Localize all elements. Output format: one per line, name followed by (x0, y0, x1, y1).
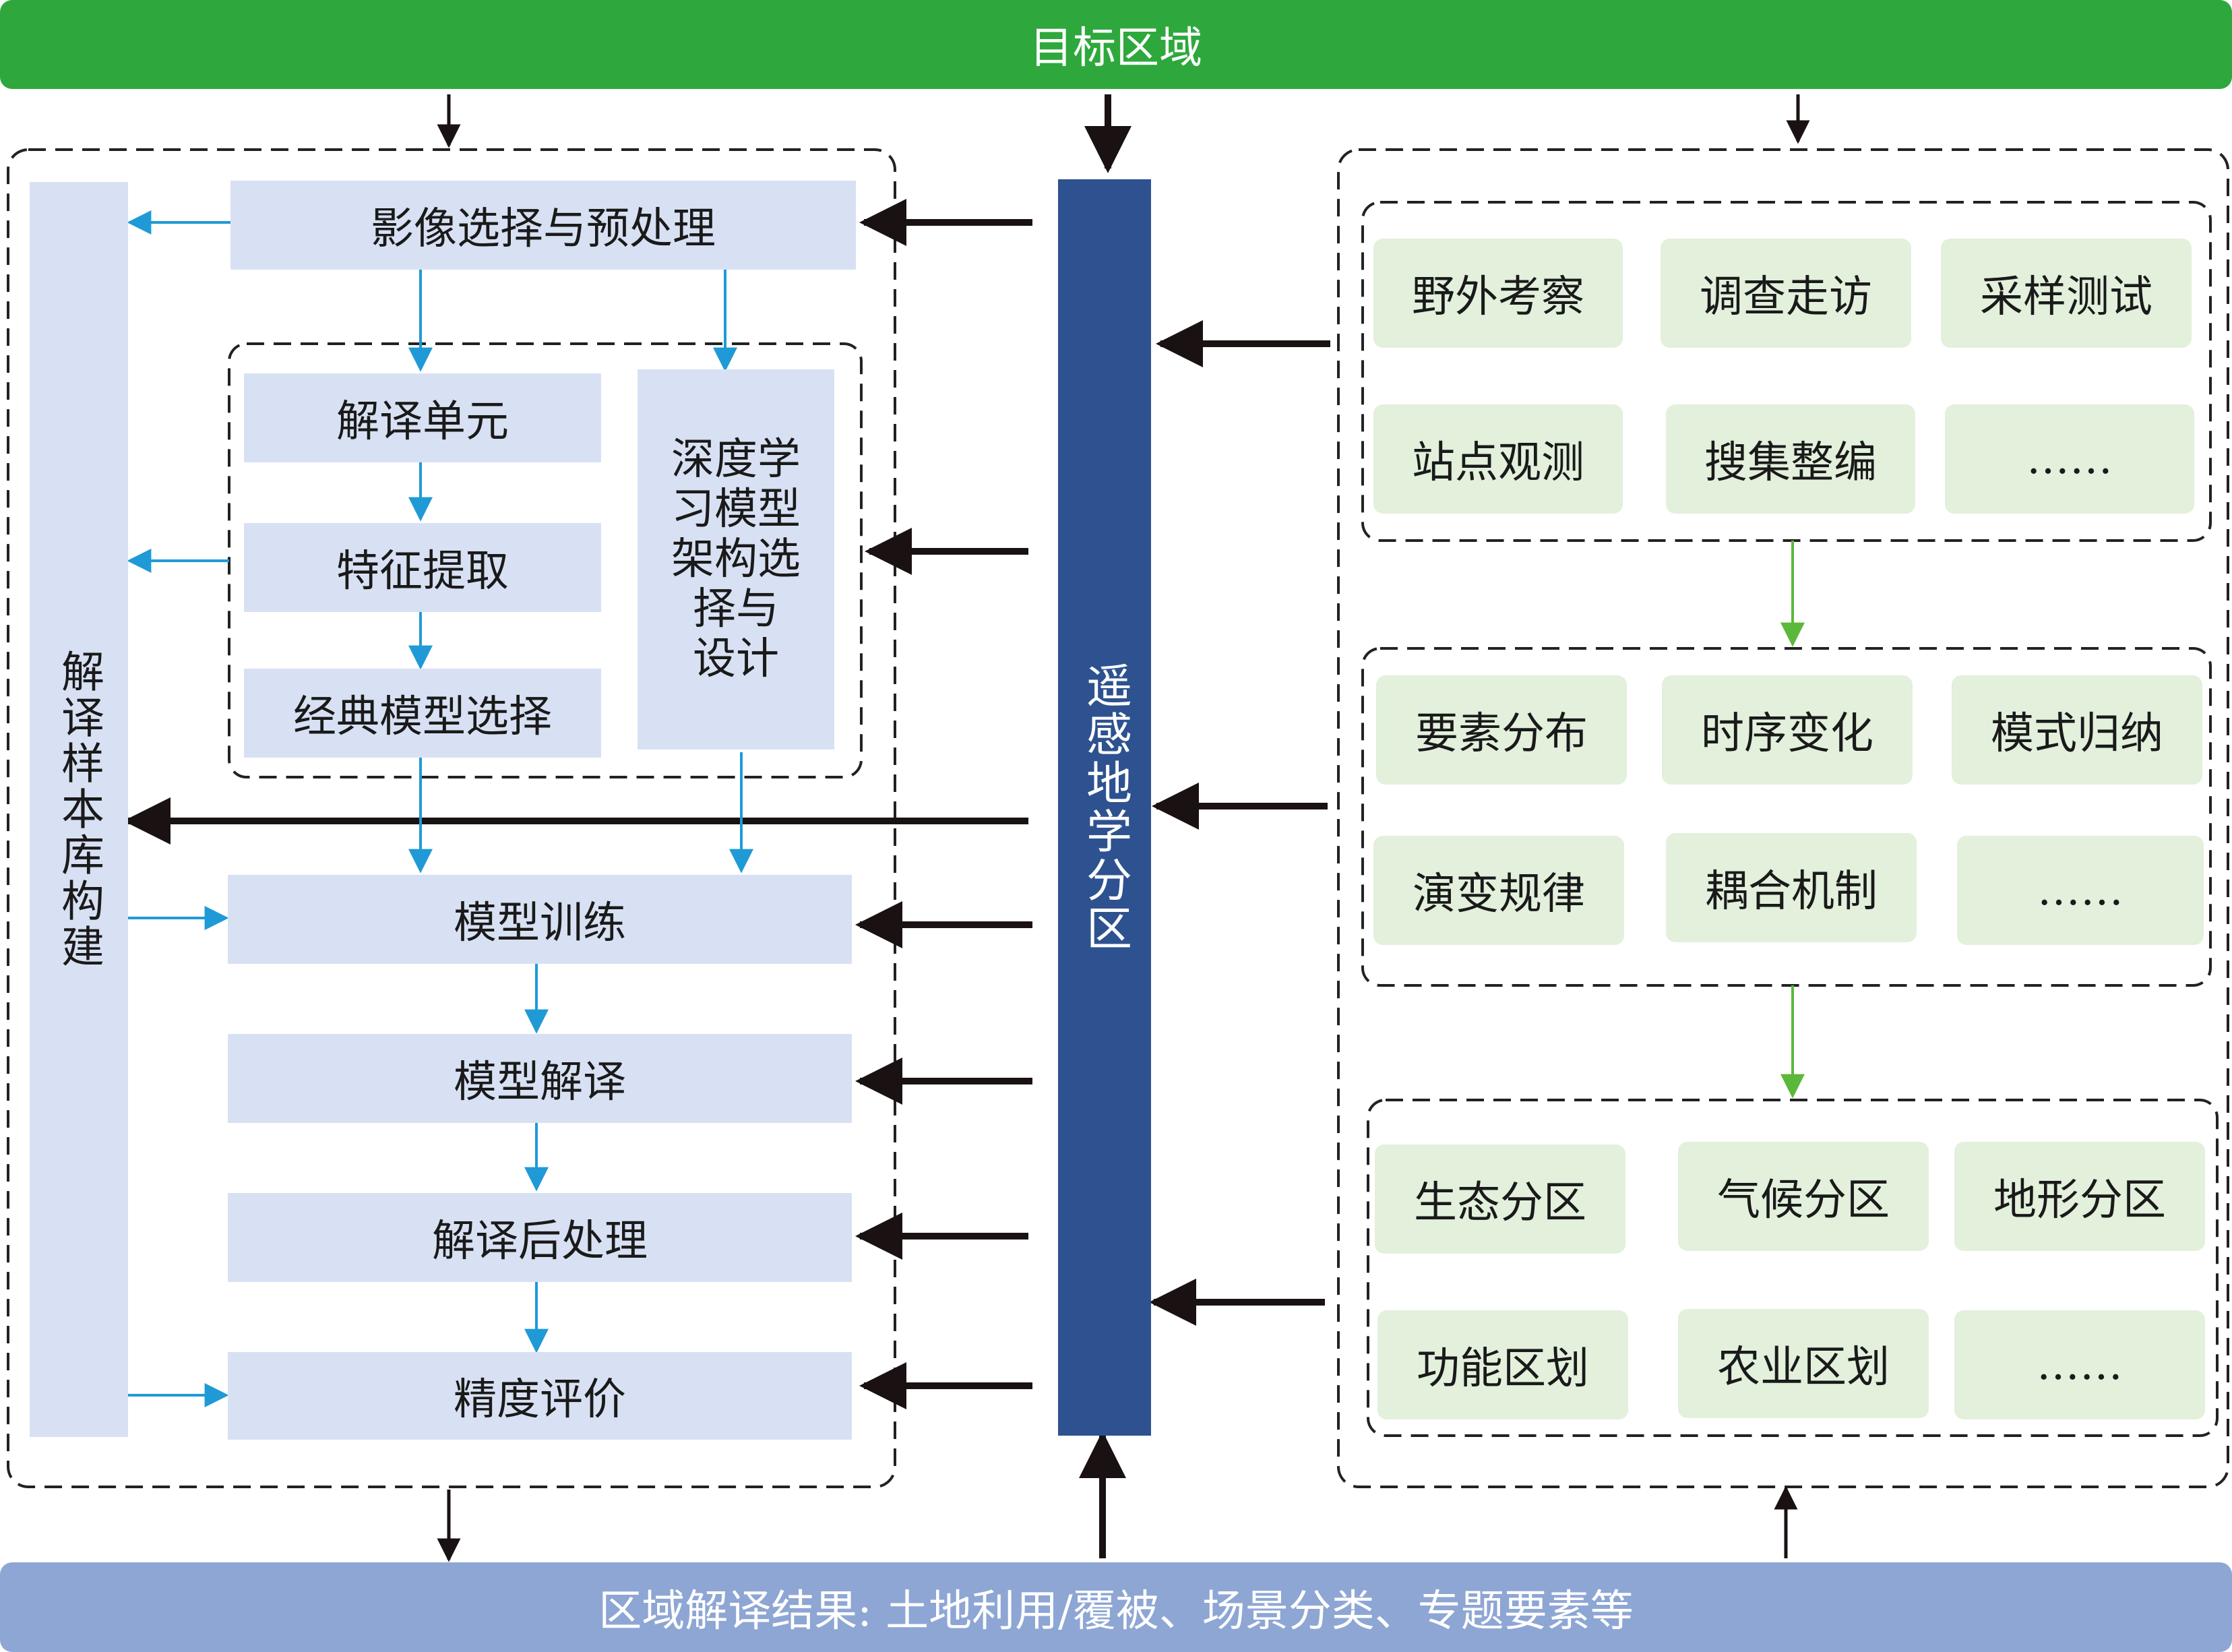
group1-dashed-container (1361, 201, 2212, 542)
group1-item: …… (1945, 404, 2194, 514)
group3-item: 地形分区 (1954, 1142, 2205, 1251)
group3-item: 生态分区 (1375, 1144, 1625, 1254)
group2-item: …… (1957, 836, 2204, 945)
group3-item: 农业区划 (1678, 1309, 1929, 1418)
model-interpretation-box: 模型解译 (228, 1034, 852, 1123)
group1-item: 野外考察 (1373, 239, 1623, 348)
target-region-banner: 目标区域 (0, 0, 2232, 89)
deep-learning-box: 深度学 习模型 架构选 择与 设计 (638, 369, 834, 749)
deep-learning-label: 深度学 习模型 架构选 择与 设计 (671, 435, 801, 684)
group2-item: 演变规律 (1373, 836, 1624, 945)
group3-item: 气候分区 (1678, 1142, 1929, 1251)
group2-dashed-container (1361, 647, 2212, 987)
group2-item: 时序变化 (1662, 675, 1913, 785)
group3-dashed-container (1367, 1099, 2219, 1437)
accuracy-evaluation-box: 精度评价 (228, 1352, 852, 1440)
result-banner: 区域解译结果: 土地利用/覆被、场景分类、专题要素等 (0, 1562, 2232, 1652)
target-region-label: 目标区域 (1030, 24, 1202, 73)
group1-item: 调查走访 (1661, 239, 1911, 348)
classic-model-box: 经典模型选择 (244, 669, 601, 758)
group3-item: 功能区划 (1377, 1310, 1628, 1419)
interpretation-unit-box: 解译单元 (244, 373, 601, 462)
feature-extraction-box: 特征提取 (244, 523, 601, 612)
group2-item: 要素分布 (1376, 675, 1627, 785)
remote-sensing-zoning-bar: 遥感地学分区 (1058, 179, 1151, 1436)
result-label: 区域解译结果: 土地利用/覆被、场景分类、专题要素等 (598, 1586, 1634, 1636)
group1-item: 搜集整编 (1666, 404, 1915, 514)
group2-item: 耦合机制 (1666, 833, 1917, 942)
group3-item: …… (1954, 1310, 2205, 1419)
group1-item: 站点观测 (1373, 404, 1623, 514)
zoning-bar-label: 遥感地学分区 (1078, 662, 1132, 953)
group1-item: 采样测试 (1941, 239, 2192, 348)
group2-item: 模式归纳 (1952, 675, 2202, 785)
sample-library-label: 解译样本库构建 (54, 649, 104, 970)
right-dashed-container (1337, 148, 2229, 1488)
image-selection-box: 影像选择与预处理 (230, 181, 856, 270)
sample-library-box: 解译样本库构建 (30, 182, 128, 1437)
post-processing-box: 解译后处理 (228, 1193, 852, 1282)
model-training-box: 模型训练 (228, 875, 852, 964)
